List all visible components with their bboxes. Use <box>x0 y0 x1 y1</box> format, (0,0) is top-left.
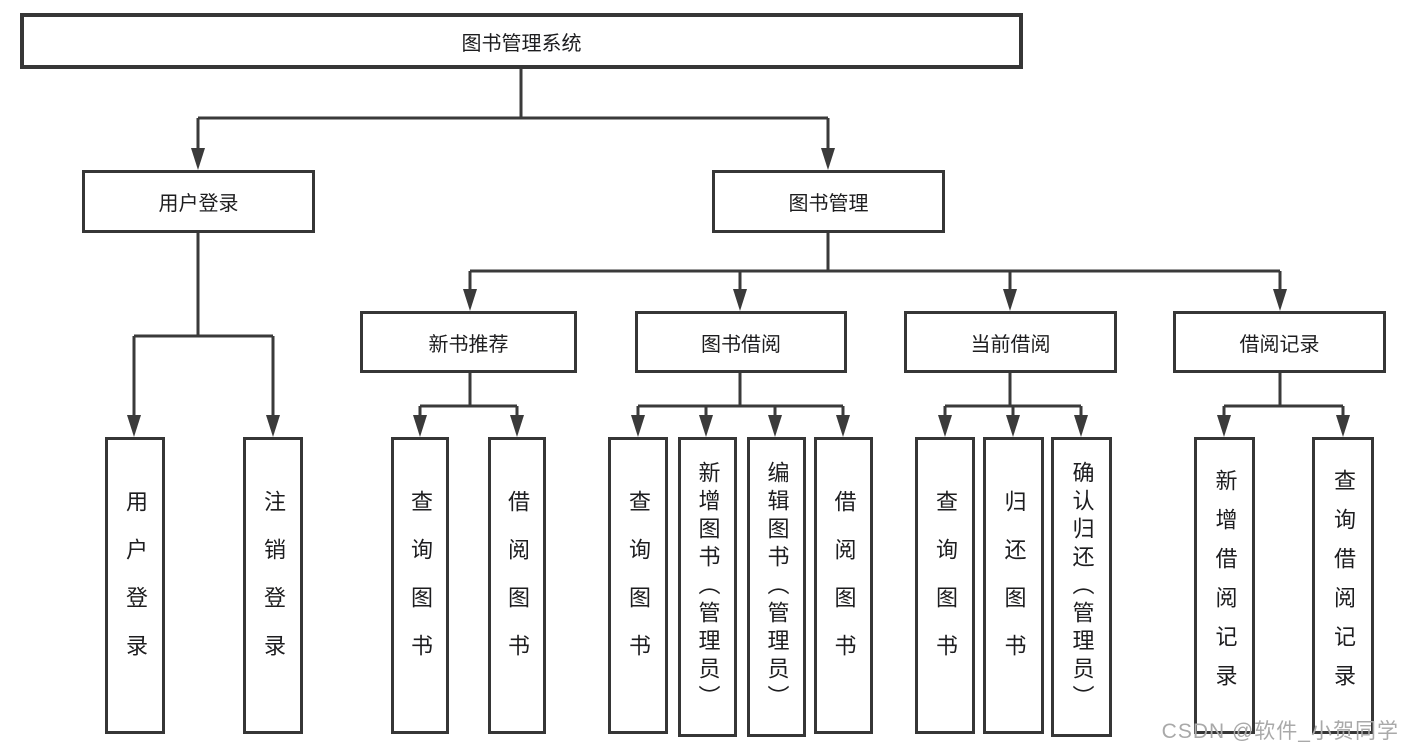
leaf-return-book: 归还图书 <box>983 437 1044 734</box>
leaf-query-books-recommend: 查询图书 <box>391 437 449 734</box>
leaf-add-borrow-record: 新增借阅记录 <box>1194 437 1255 734</box>
leaf-query-borrow-record: 查询借阅记录 <box>1312 437 1374 734</box>
node-borrow-record: 借阅记录 <box>1173 311 1386 373</box>
leaf-user-login: 用户登录 <box>105 437 165 734</box>
leaf-add-book-admin: 新增图书（管理员） <box>678 437 737 737</box>
csdn-watermark: CSDN @软件_小贺同学 <box>1161 720 1399 743</box>
leaf-logout: 注销登录 <box>243 437 303 734</box>
node-new-book-recommend: 新书推荐 <box>360 311 577 373</box>
leaf-borrow-books-recommend: 借阅图书 <box>488 437 546 734</box>
node-book-management: 图书管理 <box>712 170 945 233</box>
leaf-borrow-book: 借阅图书 <box>814 437 873 734</box>
leaf-query-books-current: 查询图书 <box>915 437 975 734</box>
node-user-login: 用户登录 <box>82 170 315 233</box>
arrowhead-icons <box>127 148 1350 437</box>
node-current-borrow: 当前借阅 <box>904 311 1117 373</box>
node-book-borrow: 图书借阅 <box>635 311 847 373</box>
leaf-edit-book-admin: 编辑图书（管理员） <box>747 437 806 737</box>
leaf-query-books-borrow: 查询图书 <box>608 437 668 734</box>
leaf-confirm-return-admin: 确认归还（管理员） <box>1051 437 1112 737</box>
node-root: 图书管理系统 <box>20 13 1023 69</box>
